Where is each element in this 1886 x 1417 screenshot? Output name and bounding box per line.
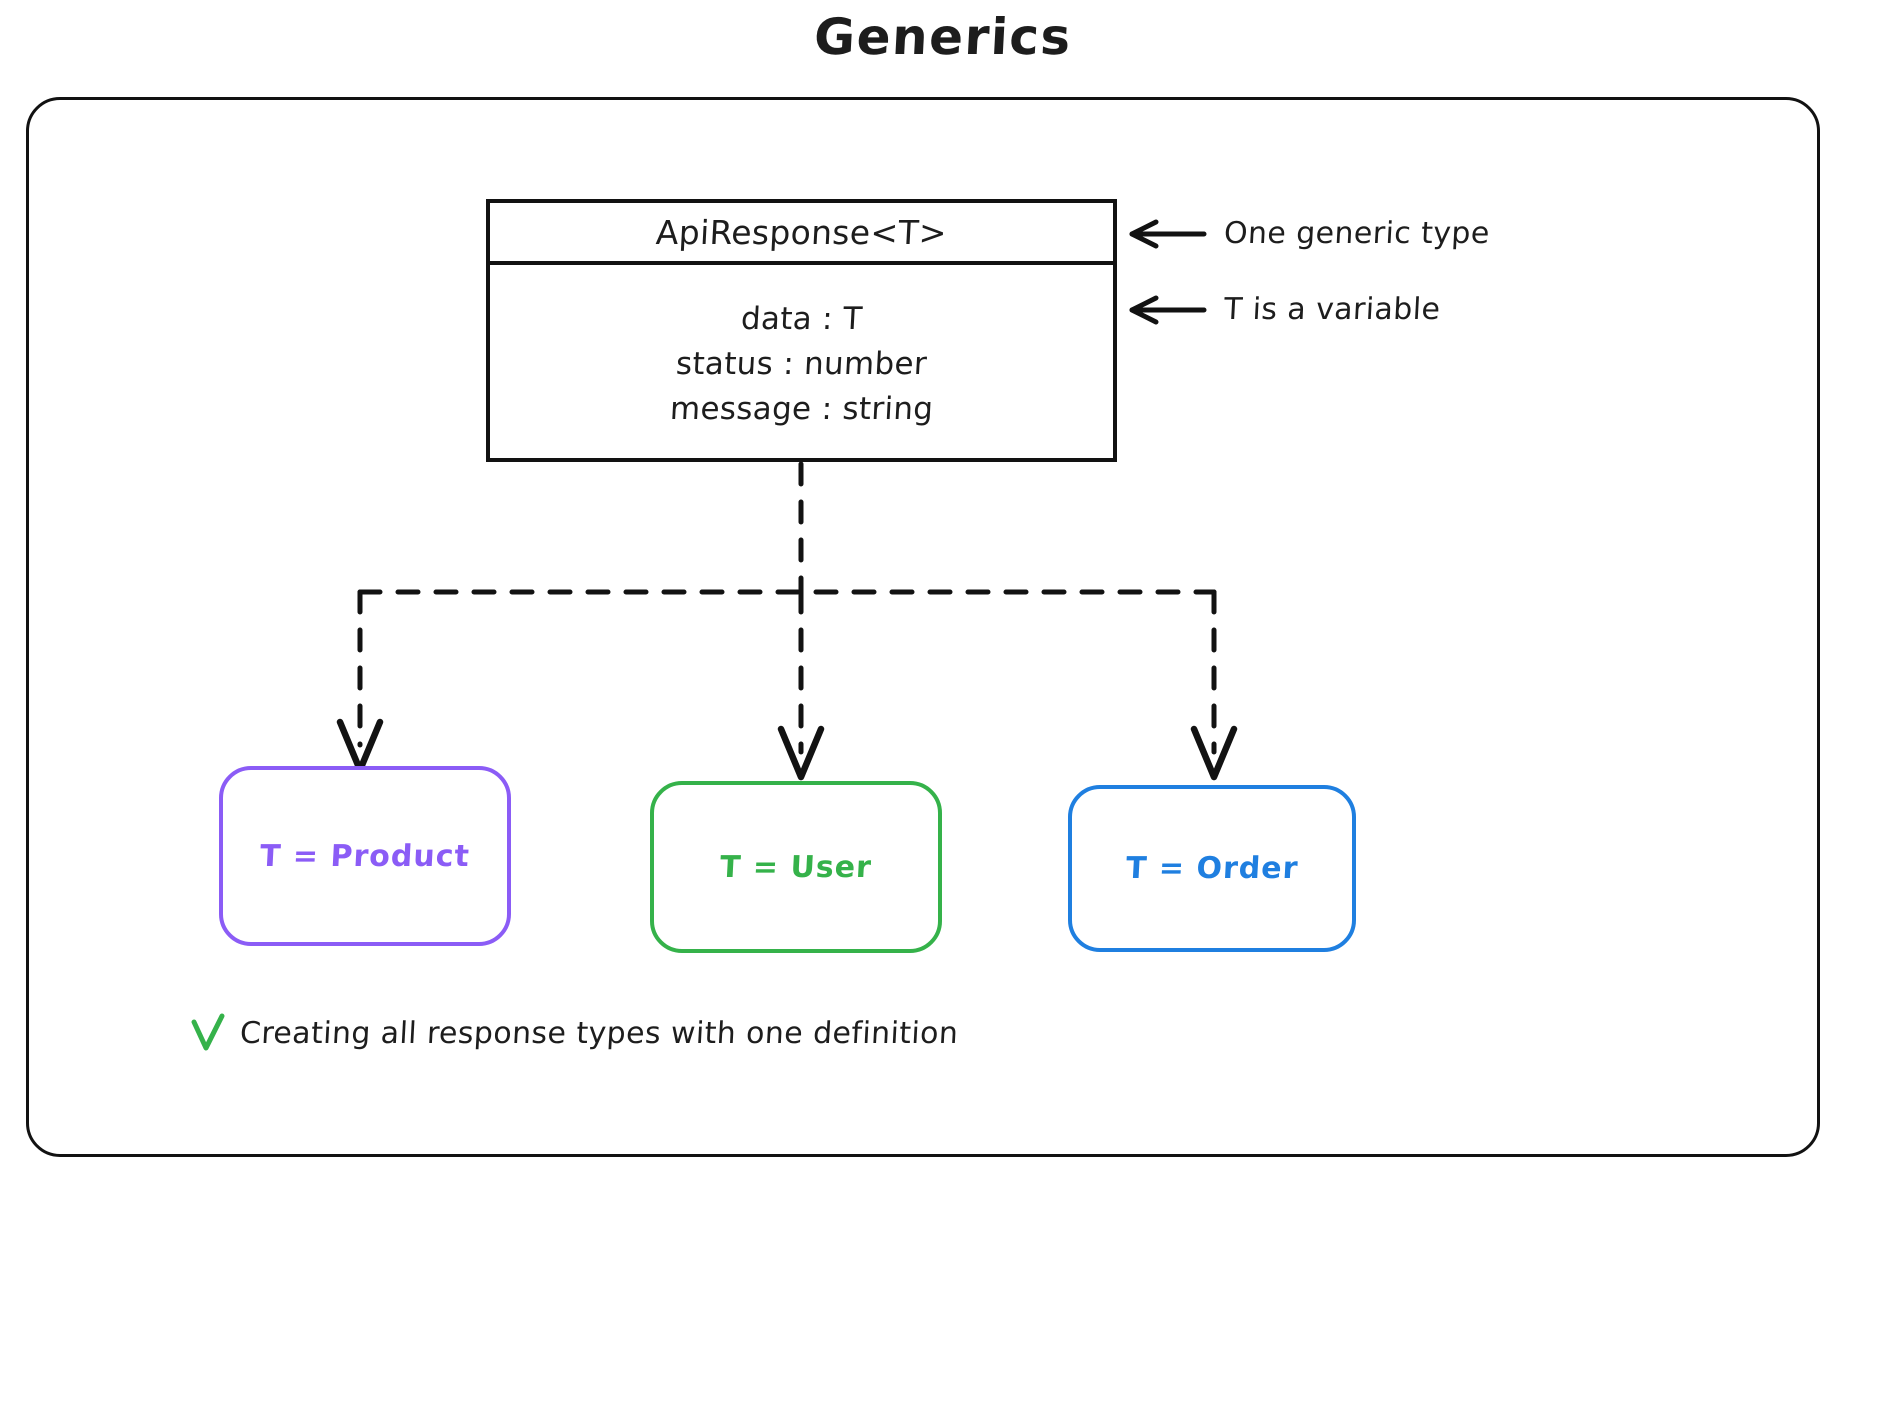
left-arrow-icon: [1129, 295, 1207, 324]
leaf-box-label: T = Order: [1124, 851, 1300, 886]
uml-class-header: ApiResponse<T>: [490, 203, 1113, 265]
leaf-box-label: T = User: [719, 849, 873, 885]
annotation-label: T is a variable: [1223, 292, 1442, 327]
uml-class-box: ApiResponse<T> data : T status : number …: [486, 199, 1117, 462]
uml-attribute-data: data : T: [739, 301, 864, 338]
uml-attribute-message: message : string: [668, 390, 935, 427]
uml-class-attributes: data : T status : number message : strin…: [490, 265, 1113, 458]
annotation-label: One generic type: [1223, 216, 1491, 251]
leaf-box-user: T = User: [650, 781, 942, 953]
check-icon: [191, 1013, 225, 1051]
footer-note-label: Creating all response types with one def…: [239, 1015, 960, 1051]
uml-attribute-status: status : number: [675, 346, 928, 383]
leaf-box-label: T = Product: [259, 838, 471, 874]
leaf-box-product: T = Product: [219, 766, 511, 946]
annotation-t-is-a-variable: T is a variable: [1128, 292, 1442, 327]
annotation-one-generic-type: One generic type: [1128, 216, 1491, 251]
left-arrow-icon: [1129, 219, 1207, 248]
leaf-box-order: T = Order: [1068, 785, 1356, 952]
footer-note: Creating all response types with one def…: [190, 1013, 960, 1053]
page-title: Generics: [812, 8, 1074, 66]
uml-class-name: ApiResponse<T>: [655, 212, 948, 252]
